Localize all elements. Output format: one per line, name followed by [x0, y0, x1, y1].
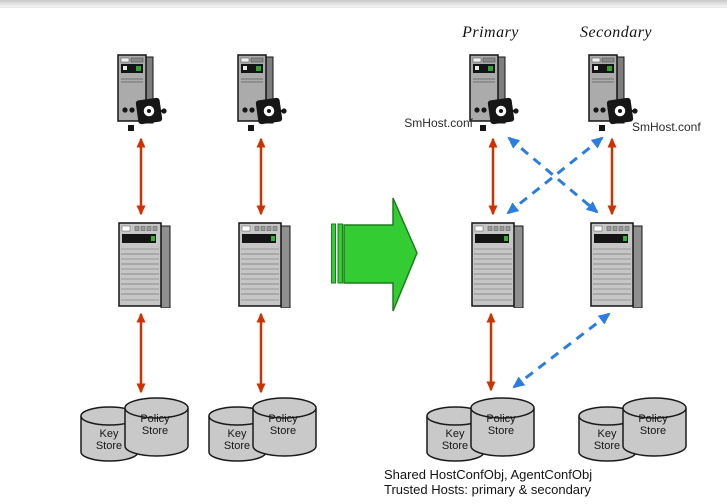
key-store-label-primary: Key Store: [441, 428, 469, 452]
smhost-conf-label-secondary: SmHost.conf: [632, 120, 701, 134]
primary-label: Primary: [462, 24, 519, 41]
agent-host-icon-primary: [469, 54, 520, 132]
smhost-conf-label-primary: SmHost.conf: [404, 116, 473, 130]
policy-server-icon-1: [118, 222, 171, 308]
policy-store-label-primary: Policy Store: [486, 413, 516, 437]
policy-server-icon-primary: [471, 222, 524, 308]
policy-server-icon-2: [238, 222, 291, 308]
blue-crosslink-arrow-2: [506, 136, 604, 215]
window-top-edge: [0, 0, 727, 8]
key-store-label-1: Key Store: [95, 428, 123, 452]
key-store-label-secondary: Key Store: [593, 428, 621, 452]
policy-store-label-secondary: Policy Store: [638, 413, 668, 437]
agent-host-icon-1: [117, 54, 168, 132]
agent-host-icon-2: [237, 54, 288, 132]
transform-arrow-icon: [331, 197, 418, 312]
policy-store-label-1: Policy Store: [140, 413, 170, 437]
secondary-label: Secondary: [579, 24, 653, 41]
footer-line-2: Trusted Hosts: primary & secondary: [384, 482, 591, 497]
policy-store-label-2: Policy Store: [268, 413, 298, 437]
key-store-label-2: Key Store: [223, 428, 251, 452]
agent-host-icon-secondary: [588, 54, 639, 132]
footer-line-1: Shared HostConfObj, AgentConfObj: [384, 467, 593, 482]
policy-server-icon-secondary: [590, 222, 643, 308]
blue-crosslink-arrow-3: [512, 312, 611, 389]
